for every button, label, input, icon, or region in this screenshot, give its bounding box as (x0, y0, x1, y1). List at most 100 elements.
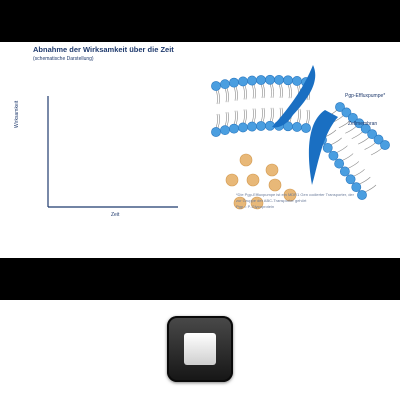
lipid-tail (336, 145, 348, 153)
lipid-head (256, 121, 266, 131)
lipid-head (220, 79, 230, 90)
lipid-tail (351, 131, 363, 139)
lipid-tail (271, 107, 274, 122)
footnote-line-2: zur Gruppe der ABC-Transporter gehört (236, 198, 307, 203)
lipid-tail (251, 108, 254, 123)
lipid-head (328, 150, 339, 161)
drug-molecule (239, 153, 253, 167)
drug-molecule (233, 196, 247, 210)
letterbox-bottom (0, 258, 400, 300)
lipid-tail (233, 110, 236, 125)
lipid-head (334, 158, 345, 169)
lipid-tail (217, 89, 220, 105)
lipid-head (360, 123, 371, 134)
lipid-head (322, 142, 333, 153)
lipid-head (351, 182, 362, 193)
lipid-head (335, 102, 345, 112)
video-frame[interactable] (0, 42, 400, 258)
lipid-tail (296, 108, 299, 124)
lipid-head (292, 76, 302, 86)
lipid-tail (271, 83, 274, 98)
footnote: *Die Pgp-Effluxpumpe ist ein MDR1 Gen co… (236, 192, 386, 210)
lipid-tail (278, 83, 281, 98)
drug-molecule (283, 188, 297, 202)
membrane-label: Zellmembran (348, 121, 378, 127)
drug-molecule (265, 163, 279, 177)
lipid-head (301, 123, 311, 133)
lipid-tail (260, 107, 263, 123)
lipid-tail (262, 107, 265, 123)
lipid-tail (338, 120, 351, 129)
lipid-tail (235, 110, 238, 125)
letterbox-top (0, 0, 400, 42)
lipid-tail (226, 112, 229, 127)
drug-molecule (250, 196, 264, 210)
lipid-tail (330, 137, 342, 146)
efflux-pump-upper (272, 65, 316, 128)
lipid-tail (345, 126, 357, 134)
chart-subtitle: (schematische Darstellung) (33, 56, 94, 62)
lipid-tail (287, 84, 290, 99)
lipid-tail (353, 169, 365, 177)
lipid-tail (224, 112, 227, 127)
lipid-tail (233, 86, 236, 101)
cell-membrane-illustration (211, 65, 390, 210)
lipid-tail (215, 89, 218, 105)
lipid-head (347, 112, 358, 123)
footnote-line-3: Pgp = P-Glycoprotein (236, 204, 275, 209)
lipid-tail (269, 107, 272, 122)
lipid-tail (364, 142, 376, 150)
drug-molecule (268, 178, 282, 192)
lipid-tail (251, 84, 254, 99)
lipid-tail (253, 84, 256, 99)
lipid-head (380, 140, 390, 150)
lipid-head (238, 76, 248, 87)
stop-icon (184, 333, 216, 365)
lipid-head (341, 107, 352, 118)
lipid-tail (364, 184, 377, 193)
lipid-tail (280, 83, 283, 98)
lipid-tail (342, 153, 354, 161)
lipid-tail (269, 83, 272, 98)
lipid-tail (215, 113, 218, 129)
lipid-tail (235, 86, 238, 101)
drug-molecule (246, 173, 260, 187)
lipid-head (229, 123, 239, 134)
lipid-head (211, 81, 221, 91)
lipid-tail (307, 109, 310, 125)
lipid-tail (242, 85, 245, 100)
lipid-tail (226, 88, 229, 103)
y-axis-label: Wirksamkeit (14, 100, 20, 128)
footnote-line-1: *Die Pgp-Effluxpumpe ist ein MDR1 Gen co… (236, 192, 354, 197)
pump-label: Pgp-Effluxpumpe* (345, 93, 386, 99)
lipid-tail (358, 136, 370, 145)
lipid-head (373, 134, 384, 145)
lipid-head (274, 74, 284, 85)
lipid-tail (224, 88, 227, 103)
lipid-tail (262, 83, 265, 99)
lipid-head (265, 74, 275, 85)
lipid-head (357, 190, 367, 200)
x-axis-label: Zeit (111, 212, 120, 218)
lipid-tail (244, 85, 247, 100)
lipid-head (354, 118, 365, 129)
lipid-tail (305, 109, 308, 125)
lipid-head (238, 122, 248, 133)
lipid-tail (217, 113, 220, 129)
lipid-tail (298, 108, 301, 124)
lipid-tail (347, 161, 360, 169)
lipid-tail (244, 109, 247, 124)
lipid-head (283, 75, 293, 86)
lipid-head (345, 174, 356, 185)
lipid-head (292, 122, 302, 132)
lipid-head (247, 75, 257, 86)
drug-molecule (225, 173, 239, 187)
chart-title: Abnahme der Wirksamkeit über die Zeit (33, 45, 174, 54)
lipid-head (256, 75, 266, 85)
lipid-head (220, 125, 230, 136)
lipid-tail (289, 84, 292, 99)
stop-button[interactable] (167, 316, 233, 382)
lipid-tail (359, 176, 371, 185)
lipid-tail (253, 108, 256, 123)
